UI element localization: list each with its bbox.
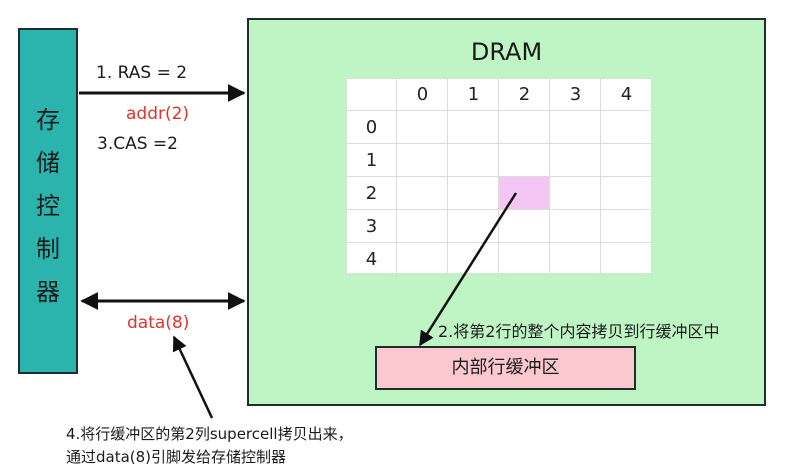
row-index-label: 4 — [365, 249, 378, 270]
step4-label-line1: 4.将行缓冲区的第2列supercell拷贝出来， — [66, 425, 353, 443]
dram-cell — [550, 144, 601, 177]
dram-cell — [397, 144, 448, 177]
dram-cell — [601, 144, 652, 177]
dram-cell — [499, 210, 550, 243]
grid-header-cell — [601, 78, 652, 111]
step2-label: 2.将第2行的整个内容拷贝到行缓冲区中 — [438, 322, 720, 341]
dram-cell — [499, 111, 550, 144]
row-index-label: 2 — [365, 183, 378, 204]
grid-header-cell — [346, 111, 397, 144]
dram-cell — [550, 177, 601, 210]
step4-pointer-arrow — [172, 335, 214, 419]
row-index-label: 3 — [365, 216, 378, 237]
grid-header-cell — [346, 210, 397, 243]
dram-cell — [448, 177, 499, 210]
column-index-label: 2 — [518, 84, 531, 105]
dram-cell-grid: 0 1 2 3 4 0 1 2 3 4 — [346, 78, 652, 276]
grid-header-cell — [397, 78, 448, 111]
column-index-label: 1 — [467, 84, 480, 105]
dram-cell — [448, 144, 499, 177]
column-index-label: 4 — [620, 84, 633, 105]
dram-cell — [550, 111, 601, 144]
dram-cell — [550, 210, 601, 243]
dram-cell — [499, 243, 550, 276]
grid-header-cell — [346, 177, 397, 210]
column-index-label: 3 — [569, 84, 582, 105]
step4-label-line2: 通过data(8)引脚发给存储控制器 — [66, 448, 287, 466]
dram-cell — [601, 177, 652, 210]
dram-cell — [601, 243, 652, 276]
dram-cell — [397, 177, 448, 210]
dram-cell — [448, 243, 499, 276]
data-label: data(8) — [127, 313, 190, 333]
controller-label-char: 储 — [36, 149, 60, 177]
grid-header-cell — [550, 78, 601, 111]
step1-ras-label: 1. RAS = 2 — [96, 63, 188, 83]
grid-header-cell — [346, 243, 397, 276]
dram-title: DRAM — [470, 38, 543, 66]
row-index-label: 0 — [365, 117, 378, 138]
controller-label-char: 器 — [36, 278, 60, 306]
step3-cas-label: 3.CAS =2 — [97, 134, 178, 154]
grid-header-cell — [499, 78, 550, 111]
grid-header-cell — [448, 78, 499, 111]
row-copy-arrow — [418, 192, 518, 347]
controller-label-char: 控 — [36, 192, 60, 220]
column-index-label: 0 — [416, 84, 429, 105]
dram-cell — [601, 111, 652, 144]
dram-cell — [601, 210, 652, 243]
grid-header-cell — [346, 144, 397, 177]
row-index-label: 1 — [365, 150, 378, 171]
controller-label-char: 存 — [36, 106, 60, 134]
row-buffer: 内部行缓冲区 — [375, 346, 636, 390]
grid-header-cell — [346, 78, 397, 111]
dram-cell — [448, 210, 499, 243]
addr-label: addr(2) — [126, 104, 190, 124]
dram-cell — [397, 111, 448, 144]
dram-cell — [397, 210, 448, 243]
dram-cell — [499, 144, 550, 177]
dram-cell — [550, 243, 601, 276]
dram-cell — [448, 111, 499, 144]
controller-label-char: 制 — [36, 235, 60, 263]
dram-cell — [397, 243, 448, 276]
memory-controller-box — [18, 28, 78, 374]
